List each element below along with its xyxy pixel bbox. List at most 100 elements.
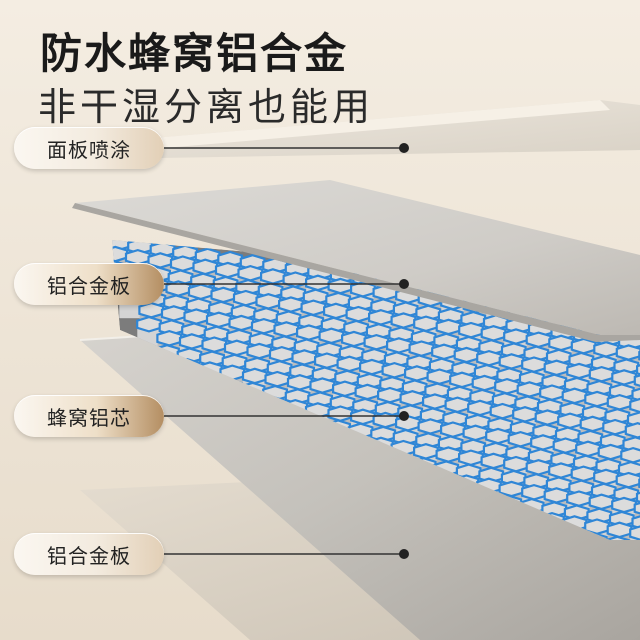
honeycomb-cell [305, 274, 331, 292]
label-upper-aluminum-sheet: 铝合金板 [14, 263, 164, 305]
honeycomb-cell [629, 524, 640, 540]
honeycomb-cell [138, 301, 165, 319]
honeycomb-cell [169, 255, 196, 272]
honeycomb-cell [530, 434, 556, 451]
honeycomb-cell [631, 513, 640, 531]
honeycomb-cell [507, 430, 534, 448]
honeycomb-cell [232, 289, 259, 307]
honeycomb-cell [548, 334, 575, 352]
honeycomb-cell [291, 349, 318, 366]
honeycomb-cell [633, 499, 640, 517]
honeycomb-cell [489, 402, 516, 420]
honeycomb-cell [205, 311, 232, 329]
honeycomb-cell [629, 397, 640, 414]
honeycomb-cell [611, 496, 638, 514]
honeycomb-cell [575, 440, 602, 458]
honeycomb-cell [539, 384, 566, 401]
honeycomb-cell [250, 317, 277, 335]
honeycomb-cell [633, 372, 640, 389]
honeycomb-cell [476, 349, 502, 367]
honeycomb-cell [187, 283, 214, 301]
honeycomb-cell [453, 346, 480, 364]
honeycomb-cell [588, 493, 615, 511]
honeycomb-cell [178, 333, 205, 350]
label-lower-aluminum-sheet: 铝合金板 [14, 533, 164, 575]
honeycomb-cell [480, 325, 507, 342]
honeycomb-cell [449, 371, 475, 389]
leader-dots [399, 143, 409, 559]
honeycomb-cell [323, 302, 349, 320]
honeycomb-cell [635, 489, 640, 506]
honeycomb-cell [435, 318, 462, 336]
honeycomb-cell [377, 386, 403, 404]
honeycomb-cell [286, 374, 313, 391]
honeycomb-cell [458, 449, 484, 467]
honeycomb-cell [296, 324, 322, 341]
honeycomb-cell [593, 468, 620, 486]
honeycomb-cell [458, 321, 484, 339]
honeycomb-cell [354, 383, 381, 401]
honeycomb-cell [597, 443, 624, 461]
honeycomb-cell [390, 312, 417, 329]
honeycomb-cell [241, 367, 268, 385]
honeycomb-cell [336, 355, 363, 373]
honeycomb-cell [543, 487, 570, 504]
honeycomb-cell [214, 261, 241, 279]
honeycomb-cell [160, 305, 187, 322]
honeycomb-cell [228, 314, 255, 332]
honeycomb-cell [368, 309, 394, 326]
honeycomb-cell [268, 345, 295, 363]
honeycomb-cell [471, 374, 498, 392]
honeycomb-cell [255, 293, 282, 310]
honeycomb-cell [372, 411, 399, 429]
honeycomb-cell [314, 352, 340, 369]
honeycomb-cell [192, 258, 219, 276]
honeycomb-cell [341, 330, 367, 348]
honeycomb-cell [345, 305, 372, 323]
honeycomb-cell [548, 462, 574, 479]
honeycomb-cell [561, 387, 588, 405]
honeycomb-cell [570, 337, 597, 355]
honeycomb-cell [404, 365, 430, 382]
headline-title: 防水蜂窝铝合金 [40, 29, 349, 78]
honeycomb-cell [534, 409, 561, 426]
honeycomb-cell [183, 308, 210, 325]
honeycomb-cell [386, 337, 412, 354]
honeycomb-cell [136, 315, 162, 333]
honeycomb-cell [635, 361, 640, 379]
label-sprayed-face: 面板喷涂 [14, 127, 164, 169]
honeycomb-cell [300, 299, 327, 317]
honeycomb-cell [278, 296, 304, 313]
honeycomb-cell [223, 339, 250, 357]
honeycomb-cell [638, 475, 640, 492]
honeycomb-cell [620, 446, 640, 464]
label-honeycomb-core: 蜂窝铝芯 [14, 395, 164, 437]
honeycomb-cell [503, 328, 530, 345]
honeycomb-cell [579, 415, 606, 433]
honeycomb-cell [237, 264, 264, 282]
honeycomb-cell [521, 356, 548, 373]
honeycomb-cell [480, 452, 507, 470]
honeycomb-cell [363, 333, 390, 351]
honeycomb-cell [309, 377, 336, 394]
honeycomb-cell [332, 380, 358, 398]
honeycomb-cell [156, 329, 183, 347]
honeycomb-cell [584, 390, 611, 408]
honeycomb-cell [624, 422, 640, 439]
honeycomb-cell [566, 490, 592, 507]
honeycomb-cell [426, 368, 453, 385]
honeycomb-cell [602, 418, 629, 436]
honeycomb-cell [422, 393, 448, 410]
honeycomb-cell [413, 315, 439, 333]
honeycomb-cell [399, 390, 426, 407]
honeycomb-cell [485, 427, 511, 445]
honeycomb-cell [512, 406, 538, 423]
honeycomb-cell [462, 424, 489, 442]
honeycomb-cell [611, 369, 638, 386]
honeycomb-cell [264, 370, 291, 388]
honeycomb-cell [494, 377, 520, 395]
honeycomb-cell [606, 521, 633, 539]
honeycomb-cell [350, 408, 376, 426]
honeycomb-cell [557, 412, 584, 430]
